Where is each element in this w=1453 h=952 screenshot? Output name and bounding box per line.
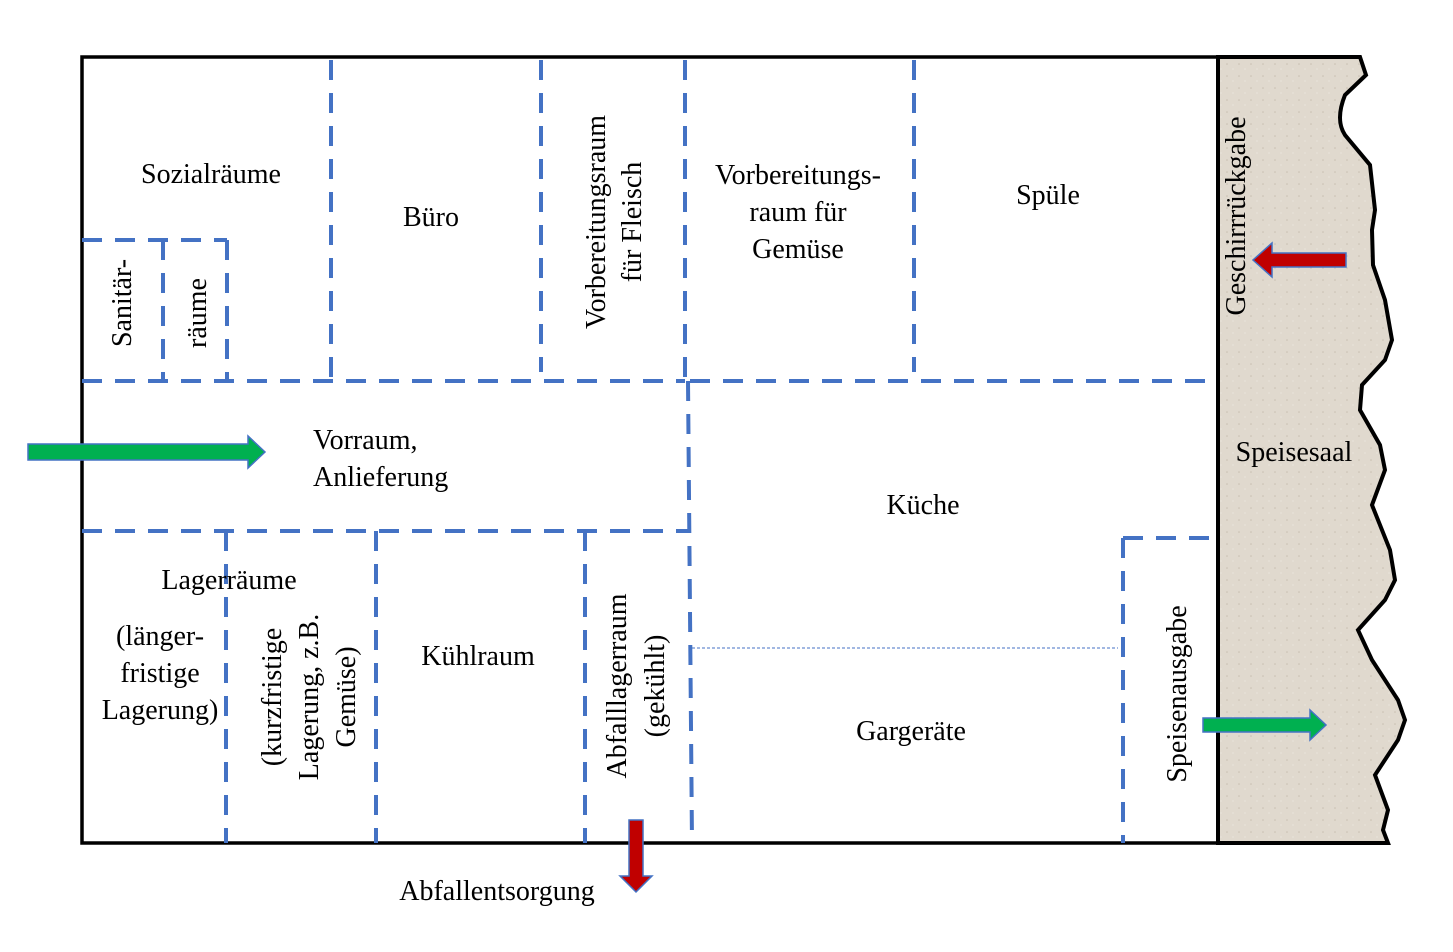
label-lager-kurz-1: (kurzfristige — [257, 628, 288, 766]
label-kuehlraum: Kühlraum — [421, 641, 535, 672]
label-sozialraeume: Sozialräume — [141, 159, 281, 190]
label-gemuese-3: Gemüse — [752, 234, 844, 265]
label-fleisch-2: für Fleisch — [617, 162, 648, 283]
dish-return-arrow-icon — [1251, 241, 1347, 279]
room-partitions — [82, 60, 1218, 844]
waste-disposal-arrow-icon — [618, 819, 654, 894]
label-vorraum-1: Vorraum, — [313, 425, 417, 456]
label-fleisch-1: Vorbereitungsraum — [581, 115, 612, 329]
food-serving-arrow-icon — [1202, 708, 1328, 742]
label-abfall-2: (gekühlt) — [640, 635, 671, 738]
label-gemuese-1: Vorbereitungs- — [715, 160, 881, 191]
label-abfall-1: Abfalllagerraum — [602, 593, 633, 778]
label-spuele: Spüle — [1016, 180, 1080, 211]
label-gargeraete: Gargeräte — [856, 716, 966, 747]
label-lager-kurz-2: Lagerung, z.B. — [294, 614, 325, 780]
label-lager-lang-3: Lagerung) — [102, 695, 219, 726]
label-vorraum-2: Anlieferung — [313, 462, 448, 493]
label-lager-kurz-3: Gemüse) — [331, 646, 362, 747]
label-lager-lang-1: (länger- — [116, 621, 204, 652]
label-lager-lang-2: fristige — [120, 658, 199, 689]
label-speisesaal: Speisesaal — [1236, 437, 1353, 468]
label-geschirrrueckgabe: Geschirrrückgabe — [1221, 116, 1252, 315]
label-abfallentsorgung: Abfallentsorgung — [399, 876, 594, 907]
label-sanitaer-1: Sanitär- — [107, 259, 138, 347]
label-speisenausgabe: Speisenausgabe — [1162, 605, 1193, 782]
delivery-in-arrow-icon — [27, 434, 267, 470]
label-buero: Büro — [403, 202, 459, 233]
label-sanitaer-2: räume — [182, 278, 213, 348]
label-lagerraeume: Lagerräume — [161, 565, 296, 596]
label-kueche: Küche — [886, 490, 959, 521]
label-gemuese-2: raum für — [749, 197, 847, 228]
